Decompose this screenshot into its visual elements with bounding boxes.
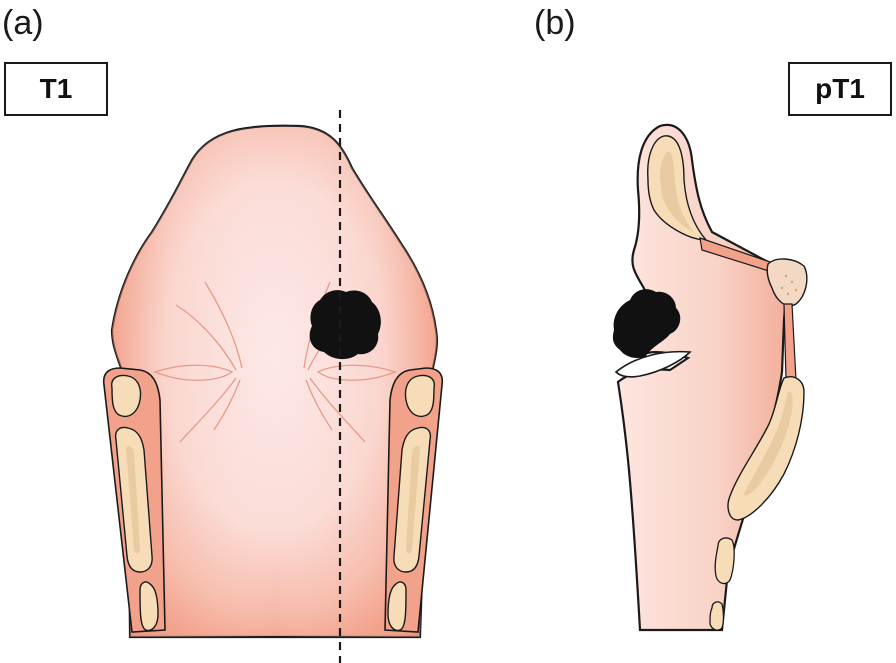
stage-label-box-a: T1 — [4, 62, 108, 116]
hyoid-texture — [780, 274, 798, 296]
larynx-sagittal-body — [616, 123, 786, 632]
thyroid-core-b — [744, 391, 793, 496]
stage-label-box-b: pT1 — [788, 62, 892, 116]
right-cricoid-cartilage — [387, 581, 407, 632]
panel-a-letter: (a) — [2, 4, 44, 42]
tumor-mass-a — [309, 290, 381, 360]
laryngeal-ventricle — [614, 350, 692, 378]
panel-b-letter: (b) — [534, 4, 576, 42]
left-thyroid-core — [126, 445, 140, 554]
larynx-coronal-shading — [112, 125, 437, 637]
left-arytenoid-cartilage — [111, 374, 142, 418]
panel-a-larynx — [102, 110, 444, 663]
vocal-fold-lines — [153, 281, 397, 443]
hyoid-bone — [766, 258, 808, 307]
right-thyroid-core — [406, 445, 420, 554]
tracheal-ring-2 — [709, 601, 725, 631]
stage-label-a: T1 — [39, 73, 73, 104]
tracheal-ring-1 — [714, 537, 735, 585]
left-cricoid-cartilage — [139, 581, 159, 632]
tumor-mass-b — [612, 289, 681, 358]
right-arytenoid-cartilage — [404, 374, 435, 418]
epiglottis-core — [660, 151, 694, 232]
panel-b-larynx — [612, 123, 808, 632]
posterior-membrane — [783, 303, 797, 381]
stage-label-b: pT1 — [815, 73, 865, 104]
